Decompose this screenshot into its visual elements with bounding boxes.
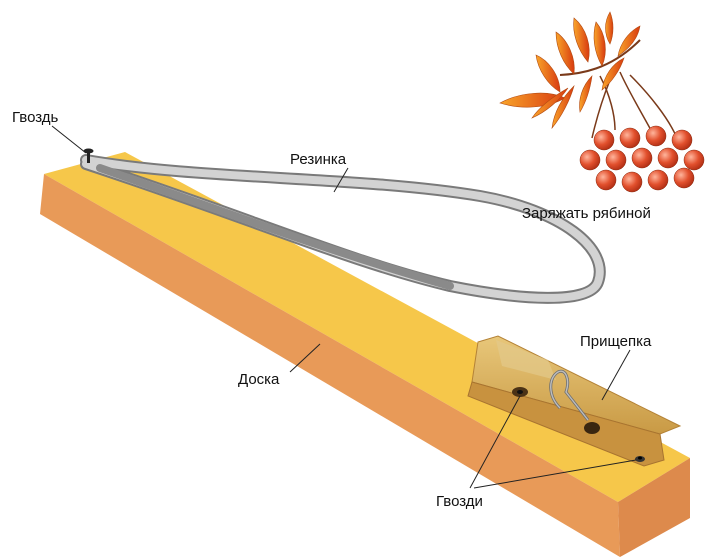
clothespin-icon [467,335,682,467]
nails-icon [517,390,645,462]
label-nails: Гвозди [436,493,483,510]
leader-line-clothespin [601,349,631,401]
label-board: Доска [238,371,280,388]
nail-icon [83,148,94,163]
board-end-face [618,458,690,557]
leader-line-nail-1 [469,395,521,489]
board-front-face [40,174,620,557]
rowan-berries-icon [499,11,705,193]
leader-lines [51,125,637,489]
leader-line-board [289,343,321,373]
leader-line-rubber-band [333,167,349,193]
leader-line-nail-2 [473,459,637,489]
rubber-band-icon [80,154,606,304]
label-load-rowan: Заряжать рябиной [522,205,651,222]
label-nail: Гвоздь [12,109,59,126]
label-rubber-band: Резинка [290,151,347,168]
label-clothespin: Прищепка [580,333,652,350]
leader-line-nail [51,125,87,154]
